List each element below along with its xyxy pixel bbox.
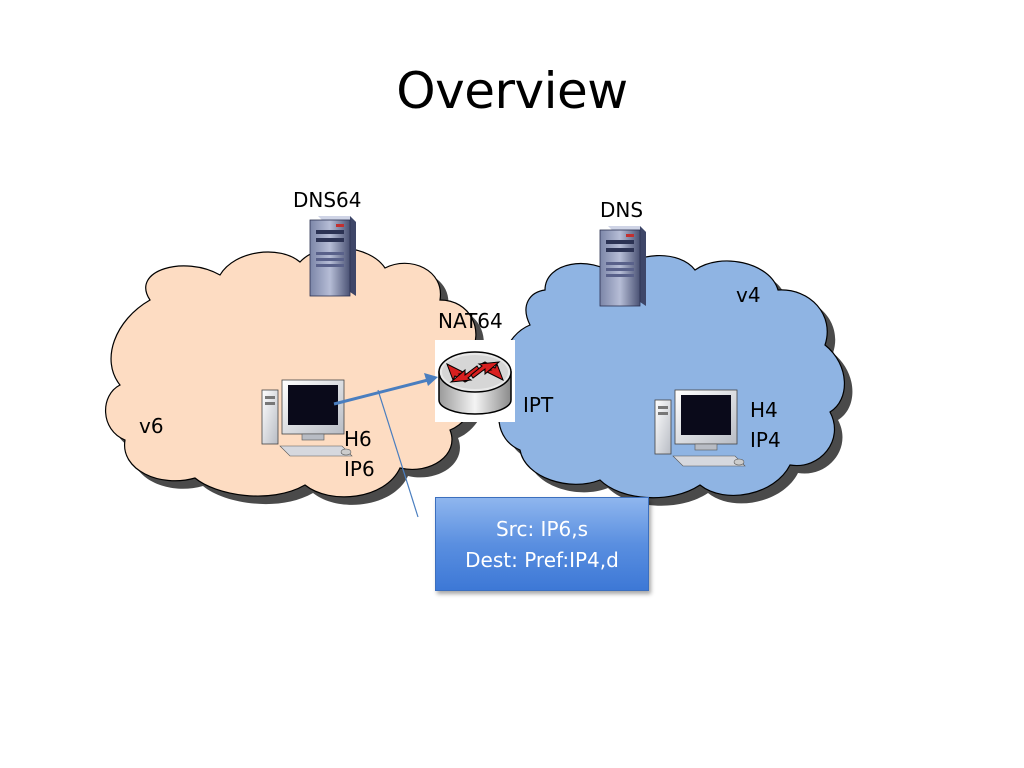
ip6-label: IP6: [344, 457, 375, 481]
dns-server-icon: [599, 226, 646, 307]
h6-to-nat64-arrow: [333, 373, 438, 406]
h6-label: H6: [344, 427, 372, 451]
router-arrows-icon: [446, 361, 504, 383]
dns-label: DNS: [600, 198, 644, 222]
v4-cloud: [498, 254, 845, 499]
v6-cloud: [105, 247, 480, 498]
callout-pointer-line: [377, 389, 419, 518]
nat64-router-icon: [435, 340, 515, 422]
dns64-server-icon: [309, 216, 356, 297]
callout-source-line: Src: IP6,s: [495, 517, 589, 541]
slide-title: Overview: [396, 62, 628, 120]
packet-header-callout: Src: IP6,s Dest: Pref:IP4,d: [435, 497, 649, 591]
h6-computer-icon: [261, 379, 353, 457]
v4-label: v4: [736, 283, 761, 307]
ip4-label: IP4: [750, 428, 781, 452]
nat64-label: NAT64: [438, 309, 503, 333]
h4-label: H4: [750, 398, 778, 422]
ipt-label: IPT: [523, 393, 554, 417]
h4-computer-icon: [654, 389, 746, 467]
dns64-label: DNS64: [293, 188, 362, 212]
callout-destination-line: Dest: Pref:IP4,d: [465, 548, 619, 572]
v6-label: v6: [139, 414, 164, 438]
